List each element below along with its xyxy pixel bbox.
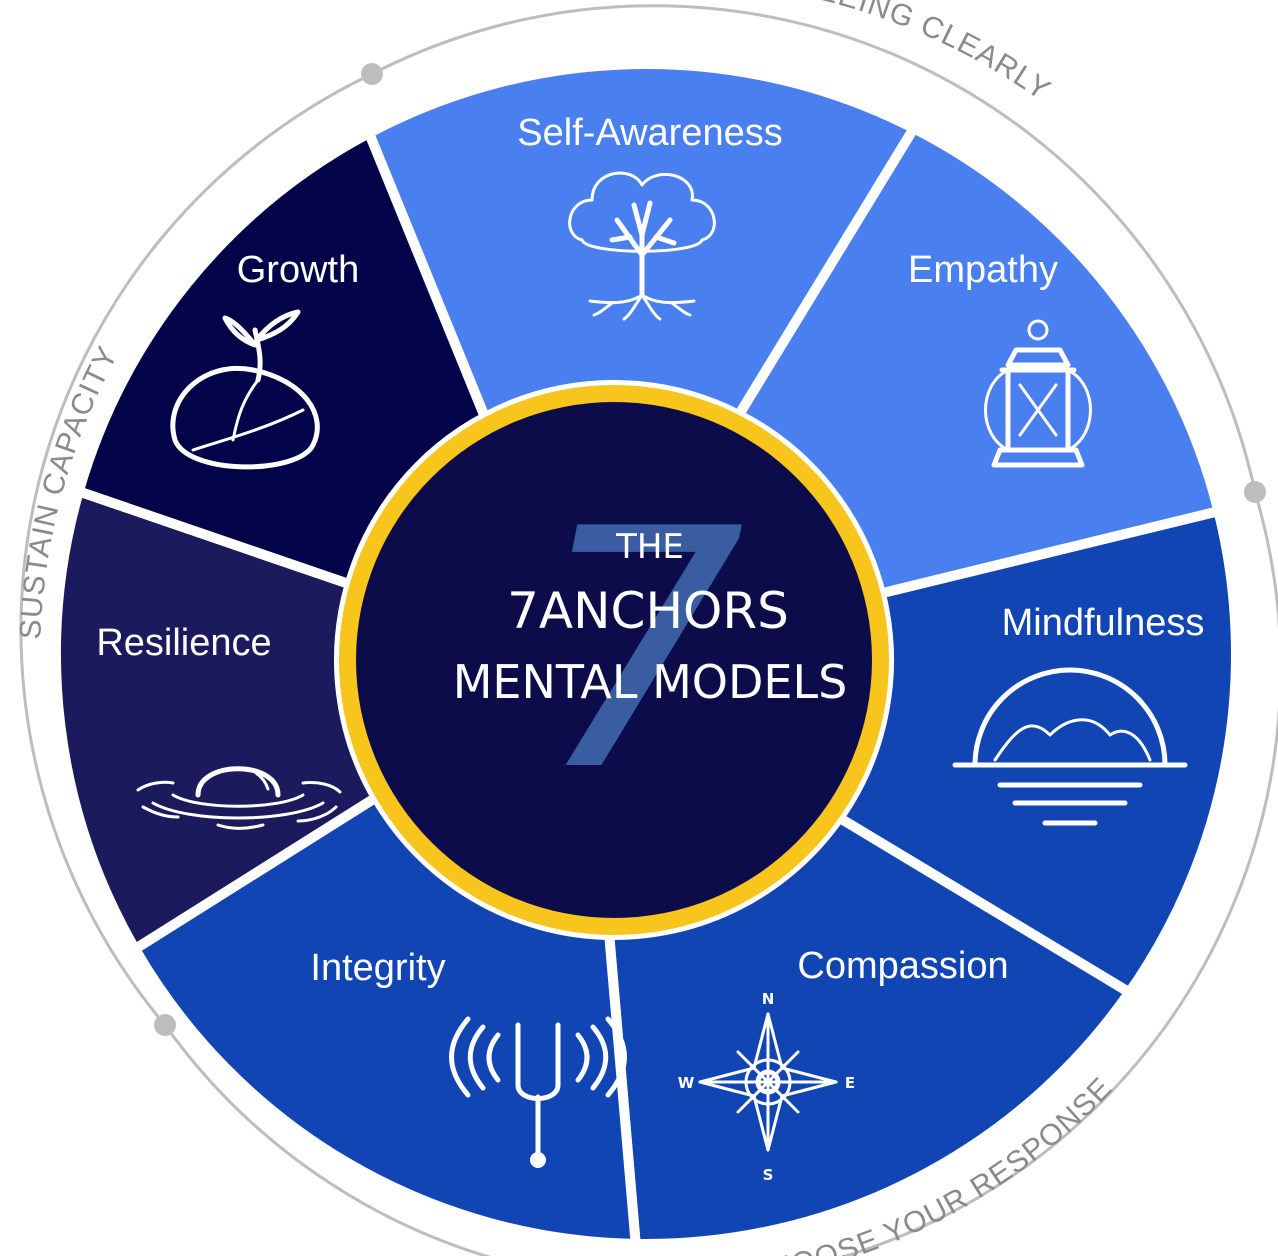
tree-icon — [568, 171, 716, 321]
water-drop-icon — [136, 766, 342, 830]
center-title-mental-models: MENTAL MODELS — [453, 655, 848, 709]
label-compassion: Compassion — [797, 945, 1008, 987]
label-resilience: Resilience — [96, 622, 271, 664]
center-title-the: THE — [615, 527, 684, 567]
center-number-seven: 7 — [507, 582, 539, 640]
label-mindfulness: Mindfulness — [1002, 602, 1205, 644]
compass-n: N — [762, 990, 775, 1008]
label-self-awareness: Self-Awareness — [517, 112, 782, 154]
compass-w: W — [678, 1074, 695, 1092]
segments-group — [51, 59, 1241, 1249]
center-title-anchors: 7ANCHORS — [507, 582, 789, 640]
center-watermark-seven: 7 — [535, 459, 746, 843]
label-growth: Growth — [237, 249, 359, 291]
outer-arc-right — [163, 491, 1278, 1256]
compass-icon: N E S W — [678, 990, 855, 1184]
arc-node-bottom-left — [154, 1014, 176, 1036]
center-badge: 7 THE 7ANCHORS MENTAL MODELS — [339, 385, 889, 935]
outer-arc-left — [19, 72, 373, 1026]
center-word-anchors: ANCHORS — [539, 582, 789, 640]
center-core — [356, 402, 872, 918]
lantern-icon — [984, 319, 1092, 468]
label-integrity: Integrity — [310, 947, 445, 989]
arc-node-top — [361, 63, 383, 85]
label-empathy: Empathy — [908, 249, 1058, 291]
sprout-icon — [170, 309, 320, 470]
horizon-icon — [952, 667, 1188, 826]
compass-e: E — [845, 1074, 855, 1092]
compass-s: S — [763, 1166, 774, 1184]
tuning-fork-icon — [449, 1016, 627, 1168]
arc-node-right — [1244, 481, 1266, 503]
outer-arc-ring — [19, 4, 1278, 1256]
outer-arc-top — [371, 4, 1257, 493]
